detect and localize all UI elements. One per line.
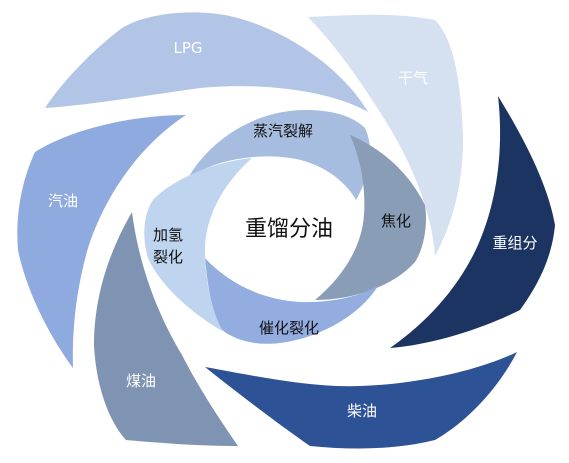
petal-catalytic-cracking <box>205 258 378 344</box>
center-label: 重馏分油 <box>245 217 333 242</box>
petal-diesel <box>205 352 517 449</box>
petal-dry-gas <box>308 14 463 256</box>
petal-steam-cracking <box>188 110 371 200</box>
petal-kerosene <box>94 212 238 446</box>
label-lpg: LPG <box>173 39 202 57</box>
label-gasoline: 汽油 <box>48 192 78 210</box>
petal-lpg <box>45 12 368 112</box>
petal-gasoline <box>17 115 187 368</box>
label-heavy-fraction: 重组分 <box>492 234 537 252</box>
label-catalytic-cracking: 催化裂化 <box>259 319 319 337</box>
label-kerosene: 煤油 <box>126 372 156 390</box>
petal-hydrocracking <box>144 158 252 331</box>
label-steam-cracking: 蒸汽裂解 <box>253 122 313 140</box>
label-hydrocracking-line2: 裂化 <box>153 248 183 266</box>
label-dry-gas: 干气 <box>398 69 428 87</box>
label-diesel: 柴油 <box>347 402 377 420</box>
label-coking: 焦化 <box>381 212 411 230</box>
label-hydrocracking-line1: 加氢 <box>153 226 183 244</box>
petal-heavy-fraction <box>390 96 555 348</box>
petal-coking <box>315 135 426 300</box>
